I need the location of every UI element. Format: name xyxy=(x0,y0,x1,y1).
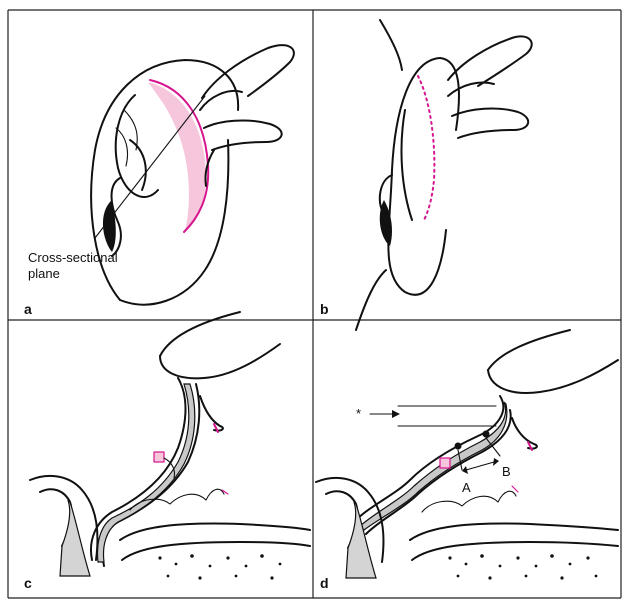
bone-pores-d xyxy=(448,554,598,580)
panel-letter-c: c xyxy=(24,575,32,591)
label-B: B xyxy=(502,464,511,479)
suture-marker-c xyxy=(153,451,165,463)
cartilage-strip-d xyxy=(359,401,508,531)
incision-dotted-b xyxy=(417,75,436,221)
suture-point-1 xyxy=(454,442,462,450)
asterisk-label: * xyxy=(356,406,361,421)
panel-letter-a: a xyxy=(24,301,32,317)
panel-frames xyxy=(7,9,622,599)
bone-pores-c xyxy=(158,554,282,580)
concha-shadow-b xyxy=(379,200,392,246)
distance-arrow-AB xyxy=(465,461,495,471)
concha-shadow xyxy=(102,200,116,252)
panel-b-ear xyxy=(355,19,533,331)
panel-c-cross-section xyxy=(29,311,311,580)
label-A: A xyxy=(462,480,471,495)
cartilage-strip-c xyxy=(96,383,196,563)
antihelix-highlight xyxy=(148,82,206,232)
suture-point-2 xyxy=(482,430,490,438)
bone-region-d xyxy=(345,501,377,579)
cross-section-line xyxy=(94,95,206,239)
plane-label-line2: plane xyxy=(28,266,60,281)
panel-d-cross-section xyxy=(315,329,619,580)
plane-label-line1: Cross-sectional xyxy=(28,250,118,265)
suture-marker-d xyxy=(439,457,451,469)
panel-letter-d: d xyxy=(320,575,329,591)
panel-a-ear xyxy=(90,44,295,306)
bone-region-c xyxy=(59,499,91,577)
panel-letter-b: b xyxy=(320,301,329,317)
